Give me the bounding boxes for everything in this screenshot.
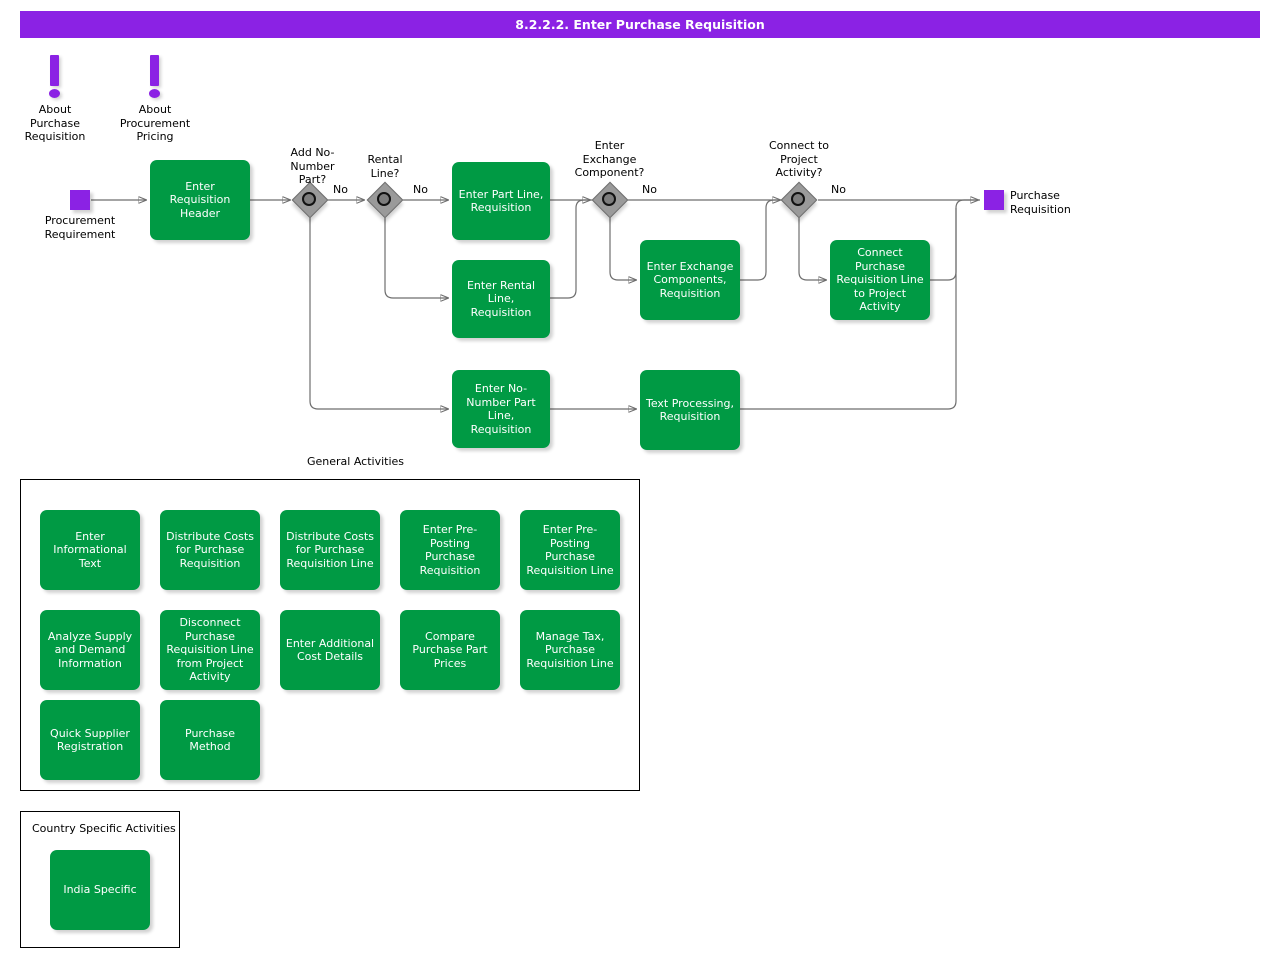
process-text-processing-requisition[interactable]: Text Processing, Requisition (640, 370, 740, 450)
terminal-procurement-requirement[interactable] (70, 190, 90, 210)
exclamation-dot-icon (149, 89, 160, 98)
process-connect-purchase-requisition-line-to-project-activity[interactable]: Connect Purchase Requisition Line to Pro… (830, 240, 930, 320)
edge-label-rental-line-no: No (413, 183, 428, 196)
activity-disconnect-purchase-requisition-line-from-project-activity[interactable]: Disconnect Purchase Requisition Line fro… (160, 610, 260, 690)
edge-label-enter-exchange-component-no: No (642, 183, 657, 196)
exclamation-dot-icon (49, 89, 60, 98)
activity-purchase-method[interactable]: Purchase Method (160, 700, 260, 780)
decision-connect-to-project-activity[interactable] (780, 181, 818, 219)
edge-label-connect-to-project-activity-no: No (831, 183, 846, 196)
terminal-purchase-requisition[interactable] (984, 190, 1004, 210)
process-enter-exchange-components-requisition[interactable]: Enter Exchange Components, Requisition (640, 240, 740, 320)
annotation-label-about-procurement-pricing: About Procurement Pricing (119, 103, 191, 143)
terminal-label-procurement-requirement: Procurement Requirement (44, 214, 116, 241)
decision-enter-exchange-component[interactable] (591, 181, 629, 219)
activity-enter-pre-posting-purchase-requisition-line[interactable]: Enter Pre- Posting Purchase Requisition … (520, 510, 620, 590)
activity-enter-pre-posting-purchase-requisition[interactable]: Enter Pre- Posting Purchase Requisition (400, 510, 500, 590)
edge-label-add-no-number-part-no: No (333, 183, 348, 196)
activity-analyze-supply-and-demand-information[interactable]: Analyze Supply and Demand Information (40, 610, 140, 690)
activity-enter-informational-text[interactable]: Enter Informational Text (40, 510, 140, 590)
process-enter-no-number-part-line-requisition[interactable]: Enter No- Number Part Line, Requisition (452, 370, 550, 448)
activity-manage-tax-purchase-requisition-line[interactable]: Manage Tax, Purchase Requisition Line (520, 610, 620, 690)
activity-distribute-costs-for-purchase-requisition-line[interactable]: Distribute Costs for Purchase Requisitio… (280, 510, 380, 590)
activity-india-specific[interactable]: India Specific (50, 850, 150, 930)
decision-rental-line[interactable] (366, 181, 404, 219)
country-specific-activities-frame (20, 811, 180, 948)
decision-label-enter-exchange-component: Enter Exchange Component? (574, 139, 645, 179)
process-enter-requisition-header[interactable]: Enter Requisition Header (150, 160, 250, 240)
decision-circle-icon (791, 192, 805, 206)
decision-add-no-number-part[interactable] (291, 181, 329, 219)
activity-distribute-costs-for-purchase-requisition[interactable]: Distribute Costs for Purchase Requisitio… (160, 510, 260, 590)
page-title: 8.2.2.2. Enter Purchase Requisition (515, 17, 765, 32)
decision-label-add-no-number-part: Add No- Number Part? (290, 146, 335, 186)
general-activities-title: General Activities (307, 455, 405, 468)
decision-label-connect-to-project-activity: Connect to Project Activity? (768, 139, 830, 179)
exclamation-bar-icon (50, 55, 59, 86)
activity-enter-additional-cost-details[interactable]: Enter Additional Cost Details (280, 610, 380, 690)
exclamation-bar-icon (150, 55, 159, 86)
decision-label-rental-line: Rental Line? (367, 153, 403, 180)
activity-compare-purchase-part-prices[interactable]: Compare Purchase Part Prices (400, 610, 500, 690)
exclamation-icon-about-purchase-requisition[interactable] (44, 55, 66, 99)
country-specific-activities-title: Country Specific Activities (32, 822, 176, 835)
activity-quick-supplier-registration[interactable]: Quick Supplier Registration (40, 700, 140, 780)
process-enter-rental-line-requisition[interactable]: Enter Rental Line, Requisition (452, 260, 550, 338)
process-enter-part-line-requisition[interactable]: Enter Part Line, Requisition (452, 162, 550, 240)
general-activities-frame (20, 479, 640, 791)
annotation-label-about-purchase-requisition: About Purchase Requisition (24, 103, 86, 143)
decision-circle-icon (302, 192, 316, 206)
page-title-bar: 8.2.2.2. Enter Purchase Requisition (20, 11, 1260, 38)
decision-circle-icon (602, 192, 616, 206)
exclamation-icon-about-procurement-pricing[interactable] (144, 55, 166, 99)
decision-circle-icon (377, 192, 391, 206)
terminal-label-purchase-requisition: Purchase Requisition (1010, 189, 1071, 216)
